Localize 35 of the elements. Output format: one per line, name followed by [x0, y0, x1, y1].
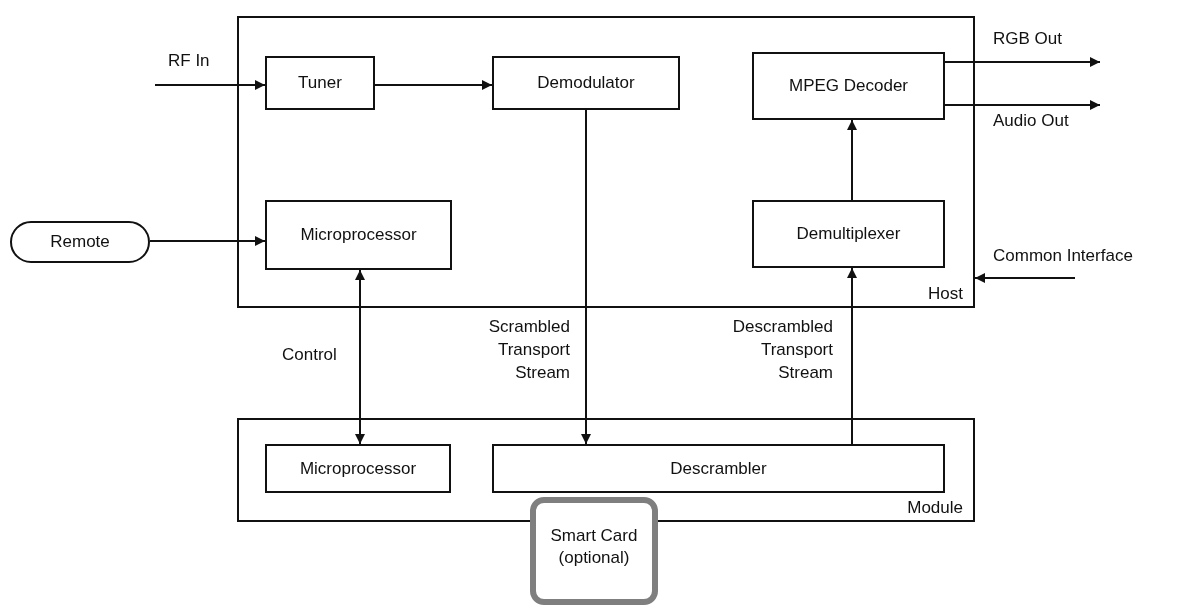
arrow [374, 80, 493, 90]
arrow [974, 273, 1076, 283]
module-frame [237, 418, 975, 522]
node-label: Remote [50, 232, 110, 252]
remote-terminal [10, 221, 150, 263]
frame-label: Host [928, 284, 963, 304]
process-box [492, 56, 680, 110]
arrow [149, 236, 266, 246]
host-frame [237, 16, 975, 308]
edge-label: Descrambled Transport Stream [731, 316, 833, 384]
node-label: Tuner [298, 73, 342, 93]
frame-label: Module [907, 498, 963, 518]
arrow [355, 269, 365, 445]
node-label: Demultiplexer [796, 224, 901, 244]
process-box [265, 200, 452, 270]
arrow [581, 109, 591, 445]
arrow [154, 80, 266, 90]
node-label: Demodulator [537, 73, 635, 93]
node-label: MPEG Decoder [788, 76, 908, 96]
process-box [752, 52, 945, 120]
node-label: Descrambler [670, 458, 767, 479]
node-label: Microprocessor [300, 225, 417, 245]
edge-label: Scrambled Transport Stream [487, 316, 570, 384]
arrow [944, 57, 1101, 67]
process-box [265, 56, 375, 110]
node-label: Common Interface [993, 246, 1133, 266]
arrow [847, 119, 857, 201]
smart-card [530, 497, 658, 605]
arrow [944, 100, 1101, 110]
process-box [492, 444, 945, 493]
node-label: Microprocessor [299, 458, 417, 479]
process-box [752, 200, 945, 268]
process-box [265, 444, 451, 493]
node-label: Smart Card (optional) [549, 525, 639, 570]
arrow [847, 267, 857, 445]
